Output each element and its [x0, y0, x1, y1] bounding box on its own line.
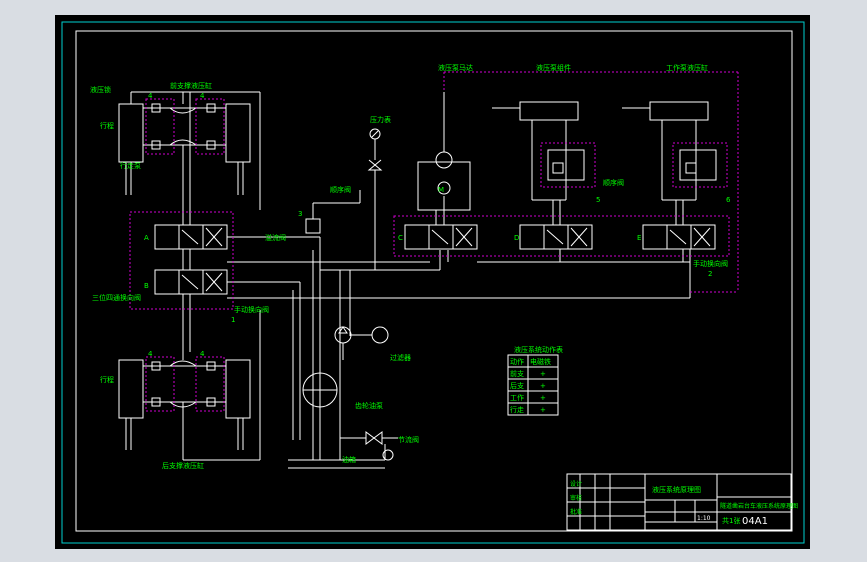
label-manual-valve: 手动换向阀	[234, 305, 269, 314]
labels-layer: 液压锁 前支撑液压缸 液压泵马达 液压泵组件 工作泵液压缸 行程 行程 后支撑液…	[90, 63, 798, 527]
table-cell-0-1: 电磁铁	[530, 357, 551, 366]
table-cell-4-0: 行走	[510, 405, 524, 414]
label-top-right: 工作泵液压缸	[666, 63, 708, 72]
inner-border	[75, 30, 793, 532]
label-cyl-dir-left: 行程	[100, 121, 114, 130]
label-top-center: 液压泵组件	[536, 63, 571, 72]
label-motor: M	[438, 186, 444, 194]
title-designer: 设计	[570, 480, 582, 488]
dashed-layer	[129, 71, 739, 412]
label-seq-valve-b: 顺序阀	[603, 178, 624, 187]
label-cyl-dir-right: 行程	[100, 375, 114, 384]
label-num-4c: 4	[148, 350, 153, 358]
table-cell-2-0: 后支	[510, 381, 524, 390]
label-letter-e: E	[637, 234, 641, 242]
label-manual-valve-right: 手动换向阀	[693, 259, 728, 268]
label-num-2: 2	[708, 270, 712, 278]
table-cell-3-1: +	[540, 394, 546, 402]
label-relief: 溢流阀	[265, 233, 286, 242]
title-scale: 1:10	[697, 515, 711, 522]
label-throttle: 节流阀	[398, 435, 419, 444]
table-cell-0-0: 动作	[510, 357, 524, 366]
outer-border	[61, 21, 805, 544]
label-front-cyl: 前支撑液压缸	[170, 81, 212, 90]
label-filter: 过滤器	[390, 353, 411, 362]
label-num-4d: 4	[200, 350, 205, 358]
label-letter-d: D	[514, 234, 519, 242]
model-space	[55, 15, 810, 549]
label-num-4a: 4	[148, 92, 153, 100]
title-part-name: 液压系统原理图	[652, 485, 701, 494]
title-drawing-title: 隧道凿岩台车液压系统原理图	[720, 502, 798, 510]
label-letter-c: C	[398, 234, 403, 242]
label-travel: 行走泵	[120, 161, 141, 170]
label-num-3: 3	[298, 210, 302, 218]
lines-layer	[118, 91, 792, 531]
table-cell-2-1: +	[540, 382, 546, 390]
label-num-4b: 4	[200, 92, 205, 100]
label-gauge: 压力表	[370, 115, 391, 124]
table-cell-1-0: 前支	[510, 369, 524, 378]
label-rear-cyl: 后支撑液压缸	[162, 461, 204, 470]
table-cell-3-0: 工作	[510, 393, 524, 402]
title-sheet: 共1张	[722, 516, 740, 525]
label-letter-a: A	[144, 234, 149, 242]
title-approver: 批准	[570, 508, 582, 516]
label-limit-valve: 液压锁	[90, 85, 111, 94]
table-cell-4-1: +	[540, 406, 546, 414]
label-top-motor: 液压泵马达	[438, 63, 473, 72]
label-num-1: 1	[231, 316, 235, 324]
label-pump: 齿轮油泵	[355, 401, 383, 410]
label-three-pos-valve: 三位四通换向阀	[92, 293, 141, 302]
table-cell-1-1: +	[540, 370, 546, 378]
label-seq-valve: 顺序阀	[330, 185, 351, 194]
title-checker: 审核	[570, 494, 582, 502]
action-table-title: 液压系统动作表	[514, 345, 563, 354]
label-num-6: 6	[726, 196, 731, 204]
label-num-5: 5	[596, 196, 600, 204]
label-oil-tank: 油箱	[342, 455, 356, 464]
label-letter-b: B	[144, 282, 149, 290]
title-drawing-no: 04A1	[742, 516, 768, 527]
